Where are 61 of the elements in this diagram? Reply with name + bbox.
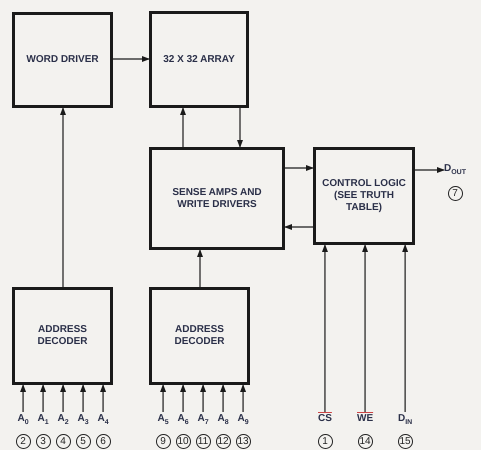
signal-name: A$_{2}$	[58, 413, 69, 428]
sense-amp-block	[149, 147, 285, 250]
block-label: ADDRESS DECODER	[173, 324, 226, 348]
arrow	[40, 384, 46, 412]
arrow	[220, 384, 226, 412]
arrow	[180, 107, 186, 147]
arrow	[160, 384, 166, 412]
pin-number: 13	[236, 434, 251, 449]
arrow	[240, 384, 246, 412]
arrow	[284, 224, 313, 230]
pin-number: 3	[36, 434, 50, 449]
pin-number: 7	[448, 186, 462, 201]
arrow	[285, 165, 314, 171]
pin-number: 5	[76, 434, 90, 449]
signal-name: A$_{7}$	[198, 413, 209, 428]
arrow	[60, 107, 66, 287]
address-decoder-block	[12, 287, 113, 385]
block-label: 32 X 32 ARRAY	[162, 54, 236, 66]
control-logic-block	[313, 147, 415, 245]
signal-name: A$_{9}$	[238, 413, 249, 428]
arrow	[322, 244, 328, 412]
block-label: SENSE AMPS AND WRITE DRIVERS	[171, 186, 263, 210]
block-label: WORD DRIVER	[25, 54, 100, 66]
block-label: ADDRESS DECODER	[36, 324, 88, 348]
signal-name: A$_{8}$	[218, 413, 229, 428]
pin-number: 1	[318, 434, 332, 449]
pin-number: 15	[398, 434, 413, 449]
pin-number: 14	[358, 434, 373, 449]
arrow	[180, 384, 186, 412]
pin-number: 9	[156, 434, 170, 449]
pin-number: 4	[56, 434, 70, 449]
word-driver-block	[12, 12, 113, 108]
pin-number: 2	[16, 434, 30, 449]
arrow	[237, 108, 243, 148]
arrow	[197, 249, 203, 287]
signal-name: A$_{6}$	[178, 413, 189, 428]
address-decoder-block	[149, 287, 250, 385]
pin-number: 11	[196, 434, 210, 449]
memory-array-block	[149, 11, 249, 108]
signal-name: A$_{5}$	[158, 413, 169, 428]
arrow	[20, 384, 26, 412]
arrow	[100, 384, 106, 412]
arrow	[60, 384, 66, 412]
block-label: CONTROL LOGIC (SEE TRUTH TABLE)	[321, 178, 407, 214]
signal-name: CS	[318, 413, 332, 425]
signal-name: D$_{IN}$	[398, 413, 412, 428]
pin-number: 6	[96, 434, 110, 449]
arrow	[113, 56, 150, 62]
pin-number: 12	[216, 434, 231, 449]
signal-name: A$_{1}$	[38, 413, 49, 428]
signal-name: D$_{OUT}$	[444, 163, 466, 178]
signal-name: A$_{3}$	[78, 413, 89, 428]
arrow	[80, 384, 86, 412]
arrow	[402, 244, 408, 412]
pin-number: 10	[176, 434, 191, 449]
arrow	[200, 384, 206, 412]
arrow	[415, 167, 445, 173]
arrow	[362, 244, 368, 412]
signal-name: A$_{4}$	[98, 413, 109, 428]
signal-name: A$_{0}$	[18, 413, 29, 428]
signal-name: WE	[357, 413, 374, 425]
